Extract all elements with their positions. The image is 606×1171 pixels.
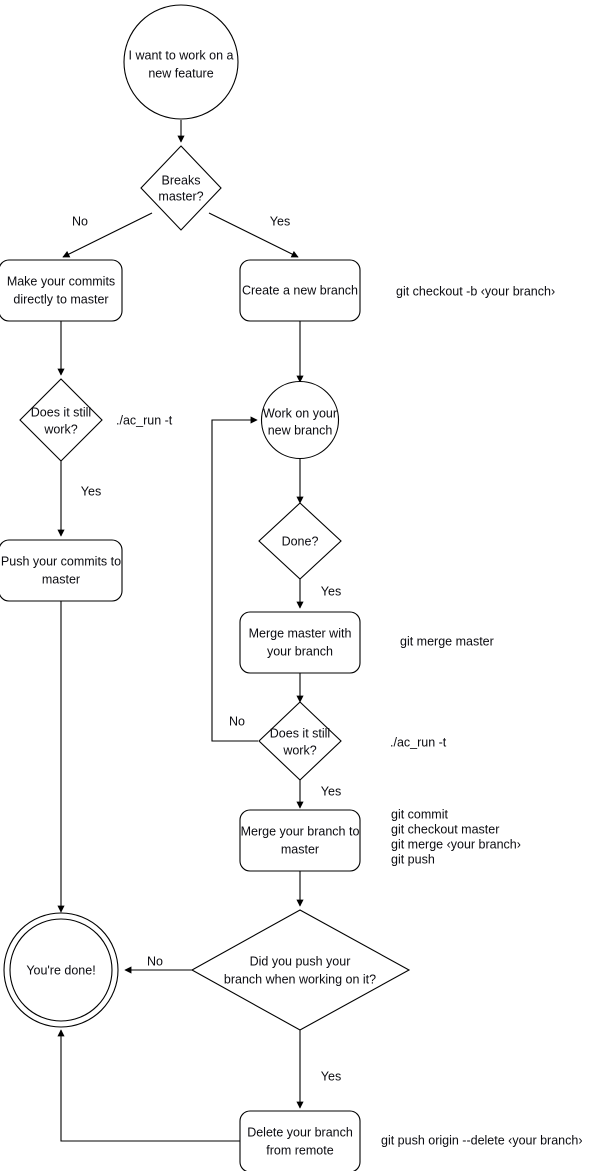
node-breaks-master-line2: master? — [158, 189, 203, 203]
annotation-right-test: ./ac_run -t — [390, 735, 447, 749]
edge-label-breaks-yes: Yes — [270, 214, 290, 228]
node-push-commits: Push your commits to master — [0, 539, 123, 602]
node-breaks-master-line1: Breaks — [162, 173, 201, 187]
node-work-branch-line2: new branch — [268, 423, 333, 437]
edge-breaks-yes — [208, 212, 299, 258]
edge-label-left-works-yes: Yes — [81, 484, 101, 498]
node-delete-branch: Delete your branch from remote — [239, 1110, 361, 1171]
edge-label-right-works-yes: Yes — [321, 784, 341, 798]
node-did-push-line2: branch when working on it? — [224, 972, 376, 986]
node-start-line1: I want to work on a — [129, 48, 234, 62]
annotation-checkout: git checkout -b ‹your branch› — [396, 284, 555, 298]
node-did-push-line1: Did you push your — [250, 954, 351, 968]
node-left-still-works-line2: work? — [43, 422, 77, 436]
edge-stillworks2-no-loop — [211, 416, 258, 742]
node-work-branch: Work on your new branch — [260, 380, 340, 460]
annotation-delete-cmd: git push origin --delete ‹your branch› — [381, 1133, 583, 1147]
edge-label-did-push-no: No — [147, 954, 163, 968]
node-merge-branch: Merge your branch to master — [239, 809, 361, 872]
node-push-commits-line2: master — [42, 572, 80, 586]
edge-label-breaks-no: No — [72, 214, 88, 228]
node-merge-branch-line1: Merge your branch to — [241, 824, 360, 838]
node-work-branch-line1: Work on your — [263, 406, 337, 420]
node-merge-master-line1: Merge master with — [249, 626, 352, 640]
node-did-push: Did you push your branch when working on… — [190, 909, 411, 1031]
annotation-merge-branch-cmd-3: git merge ‹your branch› — [391, 837, 521, 851]
node-done-question-line1: Done? — [282, 534, 319, 548]
node-create-branch: Create a new branch — [239, 259, 361, 322]
edge-delete-to-done — [57, 1029, 240, 1142]
node-delete-branch-line1: Delete your branch — [247, 1125, 353, 1139]
node-start-line2: new feature — [148, 66, 213, 80]
node-youre-done: You're done! — [3, 912, 119, 1028]
node-breaks-master: Breaks master? — [140, 145, 222, 231]
node-left-still-works-line1: Does it still — [31, 405, 91, 419]
annotation-merge-branch-cmd-1: git commit — [391, 807, 448, 821]
edge-breaks-no — [62, 212, 153, 258]
node-merge-branch-line2: master — [281, 842, 319, 856]
node-create-branch-line1: Create a new branch — [242, 283, 358, 297]
node-merge-master-line2: your branch — [267, 644, 333, 658]
node-merge-master: Merge master with your branch — [239, 611, 361, 674]
annotation-merge-branch-cmd-2: git checkout master — [391, 822, 499, 836]
node-right-still-works-line1: Does it still — [270, 726, 330, 740]
edge-label-did-push-yes: Yes — [321, 1069, 341, 1083]
node-right-still-works-line2: work? — [282, 743, 316, 757]
node-make-commits-line2: directly to master — [13, 292, 108, 306]
node-left-still-works: Does it still work? — [19, 378, 103, 462]
node-delete-branch-line2: from remote — [266, 1143, 333, 1157]
annotation-left-test: ./ac_run -t — [116, 413, 173, 427]
node-push-commits-line1: Push your commits to — [1, 554, 121, 568]
annotation-merge-branch-cmd-4: git push — [391, 852, 435, 866]
edge-label-right-works-no: No — [229, 714, 245, 728]
node-right-still-works: Does it still work? — [258, 701, 342, 781]
node-make-commits-line1: Make your commits — [7, 274, 115, 288]
node-make-commits: Make your commits directly to master — [0, 259, 123, 322]
annotation-merge-master: git merge master — [400, 634, 494, 648]
node-youre-done-label: You're done! — [26, 963, 95, 977]
node-done-question: Done? — [258, 502, 342, 580]
edge-label-done-yes: Yes — [321, 584, 341, 598]
node-start: I want to work on a new feature — [123, 4, 239, 120]
